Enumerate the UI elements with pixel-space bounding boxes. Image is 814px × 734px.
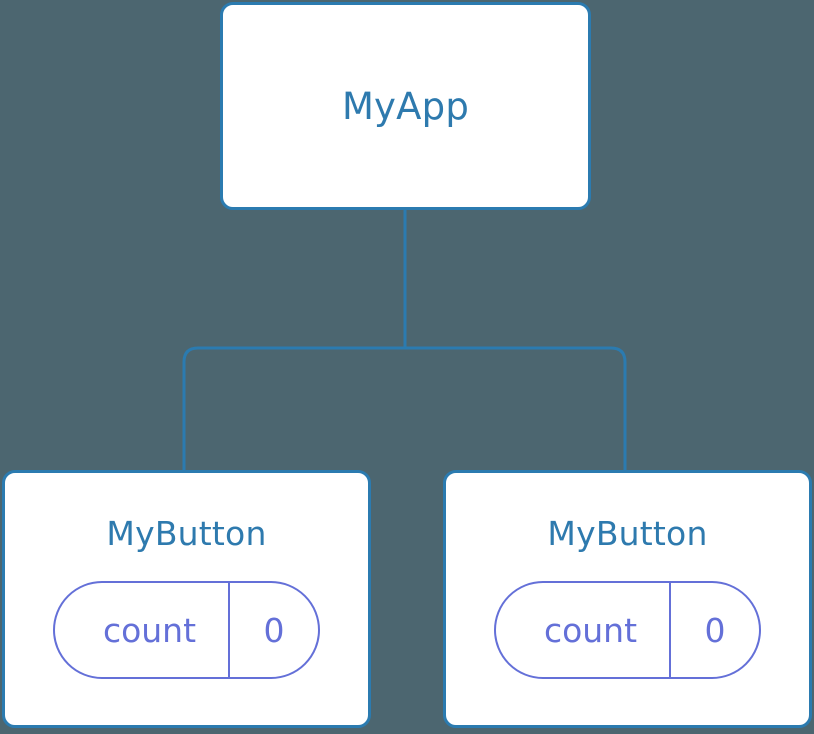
connector-child-bus xyxy=(182,346,627,470)
state-value: 0 xyxy=(228,583,318,677)
state-key: count xyxy=(543,610,638,650)
state-pill[interactable]: count 0 xyxy=(53,581,320,679)
node-mybutton-right[interactable]: MyButton count 0 xyxy=(443,470,812,728)
node-mybutton-left[interactable]: MyButton count 0 xyxy=(2,470,371,728)
state-value: 0 xyxy=(669,583,759,677)
node-title: MyButton xyxy=(106,514,267,553)
state-pill[interactable]: count 0 xyxy=(494,581,761,679)
node-title: MyButton xyxy=(547,514,708,553)
node-title: MyApp xyxy=(341,84,470,128)
state-key: count xyxy=(102,610,197,650)
node-myapp[interactable]: MyApp xyxy=(220,2,591,210)
